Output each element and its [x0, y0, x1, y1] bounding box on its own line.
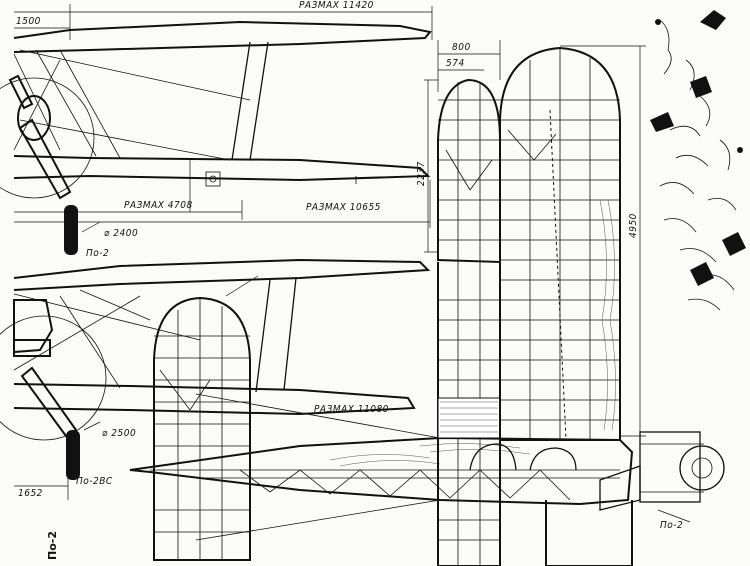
upper-wing [13, 20, 432, 53]
small-span-label: РАЗМАХ 4708 [124, 200, 193, 211]
interplane-strut [231, 41, 251, 161]
engine-mount [599, 465, 641, 511]
wood-grain [329, 443, 531, 467]
rudder-outline [153, 296, 251, 561]
leader-line [225, 275, 259, 297]
bracing-wire [13, 59, 61, 151]
side-model-tag: По-2 [660, 520, 683, 531]
model-leader [657, 509, 691, 523]
fuselage-side-view: По-2 [129, 393, 725, 541]
fin-wood-grain [599, 199, 616, 431]
propeller-blade-2 [20, 366, 78, 438]
cabane-strut [35, 49, 97, 157]
model-tag-lower: По-2ВС [76, 476, 113, 487]
cockpit-front [469, 443, 517, 471]
bracing-wire-2 [13, 295, 141, 371]
fin-width-outer-label: 800 [452, 42, 471, 53]
gap-label: 1500 [16, 16, 41, 27]
rudder-ribs [154, 298, 250, 560]
fin-short-ribs [438, 82, 500, 566]
aileron-fitting-hole [209, 175, 217, 183]
fin-short-outline [437, 78, 501, 264]
interplane-strut-2 [283, 277, 297, 391]
fuselage-truss [239, 469, 571, 501]
bracing-wire [19, 119, 231, 161]
lower-span-label-2: РАЗМАХ 11080 [314, 404, 389, 415]
fin-hatch-fill [440, 401, 498, 433]
fin-tall-height-label: 4950 [628, 213, 639, 238]
engine-cylinder [679, 445, 725, 491]
cabane-strut [59, 49, 121, 159]
cartoon-figures [650, 10, 746, 286]
cabane-strut-2 [59, 295, 121, 389]
cartoon-dot [737, 147, 743, 153]
model-tag-upper: По-2 [86, 248, 109, 259]
lower-wing [13, 155, 431, 182]
gap-label-2: 1652 [18, 488, 43, 499]
engine-cowl [17, 95, 51, 141]
biplane-front-view-upper: РАЗМАХ 11420 1500 РАЗМАХ 4708 РАЗМАХ 106… [0, 0, 433, 259]
biplane-front-view-lower: РАЗМАХ 11080 ⌀ 2500 По-2ВС 1652 [0, 258, 431, 500]
upper-wing-2 [13, 258, 431, 291]
cockpit-rear [529, 447, 577, 471]
fin-width-inner-label: 574 [446, 58, 465, 69]
upper-span-label: РАЗМАХ 11420 [299, 0, 374, 11]
fin-tall-lower [545, 500, 633, 566]
engine-box [639, 431, 701, 503]
tail-brace [195, 393, 441, 439]
cartoon-illustration [650, 10, 746, 311]
landing-wheel-2 [66, 430, 80, 480]
cartoon-dot [655, 19, 661, 25]
bracing-wire [13, 53, 61, 151]
interplane-strut [249, 41, 269, 161]
prop-leader [81, 221, 101, 233]
rudder-view-left [153, 296, 251, 561]
fin-short-height-label: 2237 [416, 161, 427, 186]
engine-block-2 [13, 339, 51, 357]
bracing-wire-2 [13, 293, 201, 341]
lower-span-label: РАЗМАХ 10655 [306, 202, 381, 213]
cartoon-strokes [659, 19, 737, 311]
propeller-blade [18, 118, 72, 200]
vertical-fin-short [437, 78, 501, 566]
propeller-disc [0, 77, 95, 199]
propeller-disc-2 [0, 315, 107, 441]
bracing-wire [19, 49, 251, 101]
fin-hatch [437, 397, 501, 439]
vertical-fin-tall [499, 46, 633, 566]
aileron-fitting [205, 171, 221, 187]
prop-diameter-label: ⌀ 2400 [104, 228, 138, 239]
drawing-title: По-2 [46, 531, 59, 560]
prop-diameter-label-2: ⌀ 2500 [102, 428, 136, 439]
tail-brace [195, 499, 441, 541]
landing-wheel [64, 205, 78, 255]
fin-dimensions: 800 574 2237 4950 [416, 40, 646, 437]
prop-leader-2 [83, 421, 101, 431]
interplane-strut-2 [255, 279, 271, 393]
fin-tall-ribs [500, 48, 620, 440]
engine-hub [691, 457, 713, 479]
bracing-wire-2 [79, 289, 151, 321]
fin-dashed-line [549, 109, 567, 441]
lower-wing-2 [13, 383, 416, 416]
engine-cowl-2 [13, 299, 54, 354]
propeller-blade [8, 74, 34, 110]
